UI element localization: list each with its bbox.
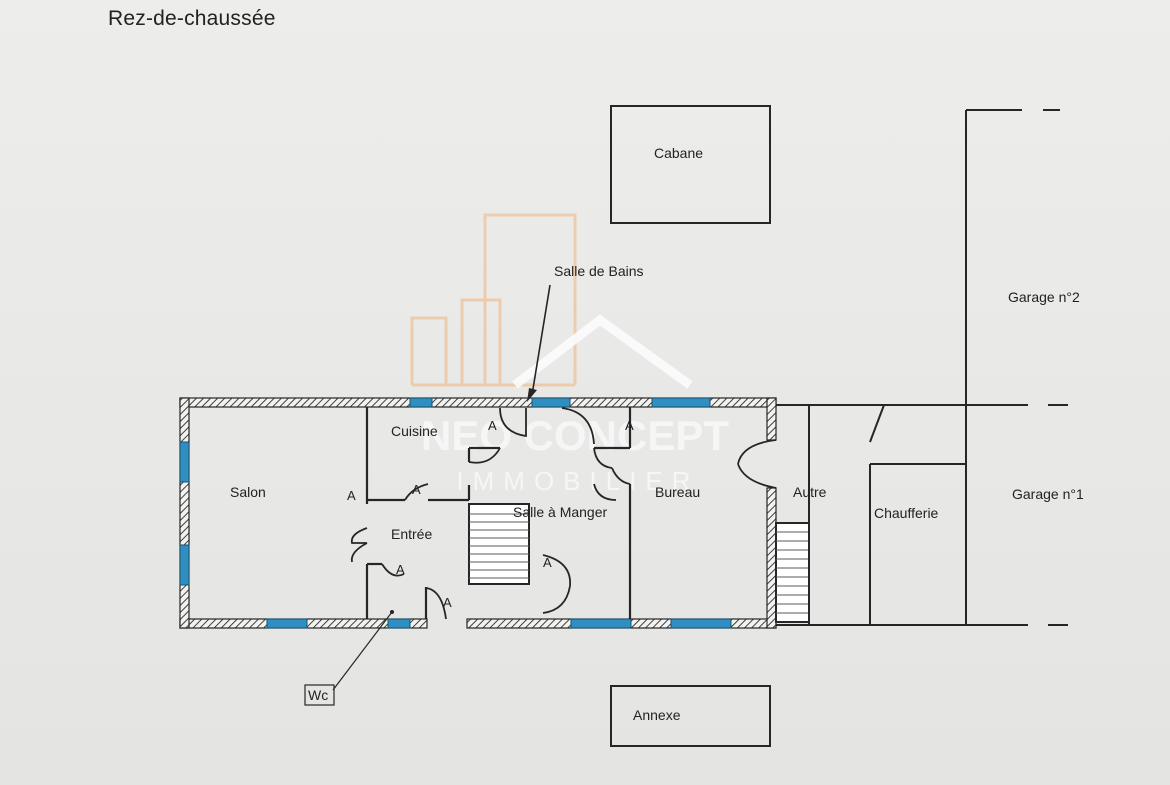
door-swings [350,407,777,620]
door-marker: A [412,482,421,497]
floor-title: Rez-de-chaussée [108,7,276,30]
door-marker: A [488,418,497,433]
room-label-garage2: Garage n°2 [1008,289,1080,305]
room-label-annexe: Annexe [633,707,681,723]
room-label-wc: Wc [308,687,328,703]
window [179,544,190,586]
watermark-line2: IMMOBILIER [456,466,699,496]
room-label-cuisine: Cuisine [391,423,438,439]
room-label-autre: Autre [793,484,827,500]
window [670,618,732,629]
door-marker: A [543,555,552,570]
room-label-bureau: Bureau [655,484,700,500]
window [651,397,711,408]
windows [179,397,732,629]
cabane-building [610,105,771,224]
watermark-logo: NEO CONCEPT IMMOBILIER [410,213,729,496]
interior-walls [365,407,632,619]
garage-outline [776,109,1068,626]
window [266,618,308,629]
watermark-line1: NEO CONCEPT [421,412,729,459]
door-marker: A [443,595,452,610]
staircase-salle-a-manger [468,503,530,585]
room-label-salle-a-manger: Salle à Manger [513,504,608,520]
door-marker: A [625,418,634,433]
door-marker: A [347,488,356,503]
window [531,397,571,408]
annexe-building [610,685,771,747]
window [570,618,632,629]
salle-de-bains-pointer [527,284,551,402]
room-label-chaufferie: Chaufferie [874,505,939,521]
door-marker: A [396,562,405,577]
window [387,618,411,629]
staircase-autre [775,522,810,623]
room-label-salon: Salon [230,484,266,500]
window [409,397,433,408]
wc-pointer [304,610,394,706]
window [179,441,190,483]
room-label-cabane: Cabane [654,145,703,161]
room-label-entree: Entrée [391,526,432,542]
room-label-salle-de-bains: Salle de Bains [554,263,644,279]
room-label-garage1: Garage n°1 [1012,486,1084,502]
door-markers: A A A A A A A [347,418,634,610]
